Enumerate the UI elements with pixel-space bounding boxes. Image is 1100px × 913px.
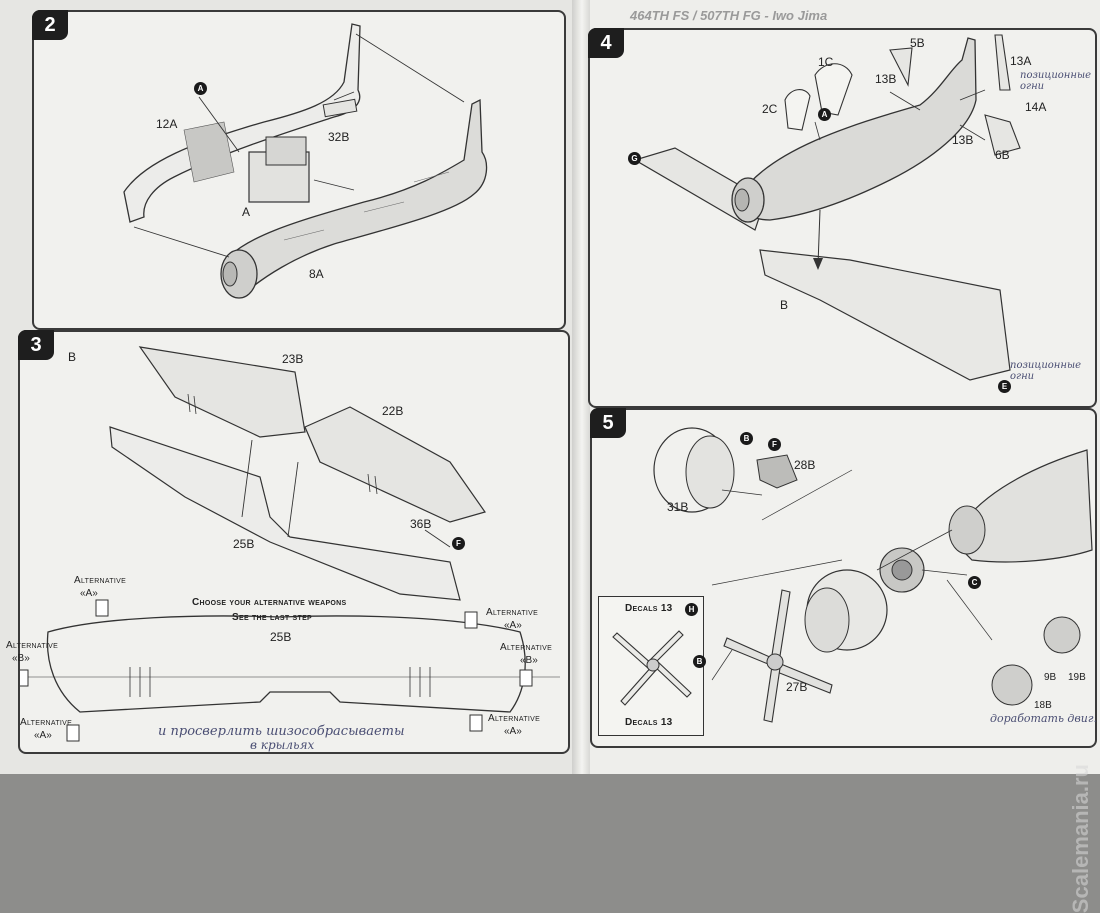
handwritten-note-wings: в крыльях <box>250 738 315 752</box>
part-label-2c: 2C <box>762 102 778 116</box>
part-label-32b: 32B <box>328 130 350 144</box>
part-label-13a: 13A <box>1010 54 1032 68</box>
marker-f: F <box>768 438 781 451</box>
alt-top-left-label: Alternative <box>74 575 127 586</box>
part-label-6b: 6B <box>995 148 1010 162</box>
part-label-25b: 25B <box>233 537 255 551</box>
alt-top-right-option: «A» <box>504 620 522 631</box>
part-label-28b: 28B <box>794 458 816 472</box>
part-label-23b: 23B <box>282 352 304 366</box>
choose-weapons-text: Choose your alternative weapons <box>192 597 347 608</box>
marker-b-decal: B <box>693 655 706 668</box>
alt-right-mid-option: «B» <box>520 655 538 666</box>
part-label-9b: 9B <box>1044 672 1057 683</box>
part-label-13b-mid: 13B <box>952 133 974 147</box>
alt-bottom-left-option: «A» <box>34 730 52 741</box>
marker-h: H <box>685 603 698 616</box>
decals-prop-drawing <box>612 630 692 706</box>
handwritten-note-drill: и просверлить шизособрасываеты <box>158 724 405 739</box>
decals-inset: Decals 13 Decals 13 H B <box>598 596 706 736</box>
alt-left-mid-label: Alternative <box>6 640 59 651</box>
step-2-drawing <box>123 23 488 299</box>
alt-left-mid-option: «B» <box>12 653 30 664</box>
alt-right-mid-label: Alternative <box>500 642 553 653</box>
see-last-step-text: See the last step <box>232 612 313 623</box>
subassembly-label-a: A <box>242 205 251 219</box>
step-4-header: 464TH FS / 507TH FG - Iwo Jima <box>630 8 828 23</box>
step-4-number: 4 <box>588 28 624 58</box>
step-2-number: 2 <box>32 10 68 40</box>
step-3-number: 3 <box>18 330 54 360</box>
step-3-drawing <box>20 346 560 742</box>
part-label-18b: 18B <box>1034 700 1052 711</box>
step-5-drawing <box>653 427 1093 723</box>
page-fold <box>572 0 590 774</box>
decals-bottom-label: Decals 13 <box>625 717 673 728</box>
marker-b-cowl: B <box>740 432 753 445</box>
part-label-1c: 1C <box>818 55 834 69</box>
marker-a: A <box>818 108 831 121</box>
decals-top-label: Decals 13 <box>625 603 673 614</box>
step-4-panel: 4 464TH FS / 507TH FG - Iwo Jima <box>588 8 1097 408</box>
step-2-panel: 2 12A 32B A 8 <box>32 10 566 330</box>
marker-a: A <box>194 82 207 95</box>
marker-e: E <box>998 380 1011 393</box>
part-label-36b: 36B <box>410 517 432 531</box>
watermark: Scalemania.ru <box>1068 764 1093 913</box>
alt-bottom-right-option: «A» <box>504 726 522 737</box>
marker-f: F <box>452 537 465 550</box>
alt-top-right-label: Alternative <box>486 607 539 618</box>
part-label-14a: 14A <box>1025 100 1047 114</box>
step-5-panel: 5 <box>590 408 1097 748</box>
marker-g: G <box>628 152 641 165</box>
step-4-drawing <box>633 34 1021 381</box>
marker-c: C <box>968 576 981 589</box>
part-label-19b: 19B <box>1068 672 1086 683</box>
handwritten-note-engine: доработать двиг. <box>990 712 1097 725</box>
step-5-number: 5 <box>590 408 626 438</box>
alt-bottom-left-label: Alternative <box>20 717 73 728</box>
part-label-27b: 27B <box>786 680 808 694</box>
part-label-13b-top: 13B <box>875 72 897 86</box>
part-label-12a: 12A <box>156 117 178 131</box>
part-label-22b: 22B <box>382 404 404 418</box>
part-label-5b: 5B <box>910 36 925 50</box>
handwritten-note-lights-wing: позиционные огни <box>1010 360 1082 382</box>
part-label-31b: 31B <box>667 500 689 514</box>
subassembly-label-b: B <box>68 350 77 364</box>
alt-top-left-option: «A» <box>80 588 98 599</box>
handwritten-note-lights-top: позиционные огни <box>1020 70 1092 92</box>
alt-bottom-right-label: Alternative <box>488 713 541 724</box>
part-label-25b-lower: 25B <box>270 630 292 644</box>
subassembly-label-b: B <box>780 298 789 312</box>
step-3-panel: 3 <box>6 330 570 754</box>
part-label-8a: 8A <box>309 267 324 281</box>
